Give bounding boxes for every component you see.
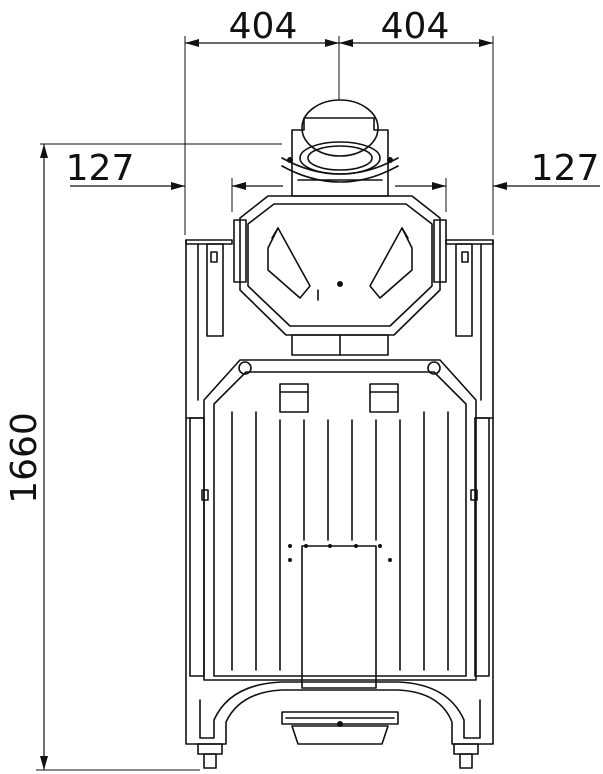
top-width-dimension: 404 404	[184, 6, 494, 235]
lifting-lug-right	[427, 361, 441, 375]
hood-side-plate-right	[433, 219, 447, 283]
smoke-hood	[233, 195, 447, 356]
bolt	[388, 558, 392, 562]
side-frames	[185, 239, 494, 701]
vent-edge	[401, 227, 409, 239]
arrowhead	[432, 182, 446, 190]
firebox-body	[203, 359, 477, 689]
center-ash-door	[301, 545, 377, 689]
collar-housing	[291, 117, 389, 197]
bracket-slot-right	[461, 251, 469, 263]
frame-bracket-left	[206, 243, 224, 337]
dimension-label-offset-left: 127	[66, 148, 135, 189]
air-intake-right	[369, 383, 399, 413]
hood-side-plate-left	[233, 219, 247, 283]
arrowhead	[171, 182, 185, 190]
foot-left	[197, 743, 223, 755]
vent-edge	[271, 227, 279, 239]
firebox-outline	[203, 359, 477, 681]
arrowhead	[325, 39, 339, 47]
dimension-label-right: 404	[381, 6, 450, 47]
foot-right-leveler	[459, 753, 473, 769]
frame-lower-plate-right	[474, 417, 490, 677]
arrowhead	[493, 182, 507, 190]
hood-vent-left	[267, 227, 311, 299]
left-offset-dimension: 127	[40, 143, 283, 212]
collar-clamp-lower	[281, 165, 399, 183]
clamp-bolt	[287, 157, 293, 163]
base-arch-inner	[199, 681, 481, 739]
flue-collar	[281, 99, 399, 197]
hood-inner-outline	[247, 203, 433, 327]
lifting-lug-left	[238, 361, 252, 375]
frame-lug-right	[470, 489, 478, 501]
dimension-label-offset-right: 127	[531, 148, 600, 189]
collar-ring-inner	[307, 145, 373, 171]
right-offset-dimension: 127	[395, 148, 600, 212]
frame-lower-plate-left	[189, 417, 205, 677]
arrowhead	[339, 39, 353, 47]
collar-clamp	[281, 157, 399, 175]
dimension-label-left: 404	[229, 6, 298, 47]
arrowhead	[40, 756, 48, 770]
foot-right	[453, 743, 479, 755]
hood-vent-right	[369, 227, 413, 299]
clamp-bolt	[387, 157, 393, 163]
air-intake-left	[279, 383, 309, 413]
ash-pan-knob	[337, 721, 343, 727]
foot-left-leveler	[203, 753, 217, 769]
arrowhead	[40, 144, 48, 158]
bolt	[378, 544, 382, 548]
ash-pan	[281, 711, 399, 725]
dimension-label-height: 1660	[4, 412, 45, 504]
base-assembly	[185, 681, 494, 769]
bracket-slot-left	[210, 251, 218, 263]
collar-top-ring	[301, 99, 379, 157]
frame-bracket-right	[455, 243, 473, 337]
bolt	[288, 544, 292, 548]
arrowhead	[232, 182, 246, 190]
arrowhead	[185, 39, 199, 47]
hood-outline	[239, 195, 441, 336]
base-arch	[185, 689, 494, 745]
frame-lug-left	[201, 489, 209, 501]
arrowhead	[479, 39, 493, 47]
ash-pan-bottom	[291, 725, 389, 745]
total-height-dimension: 1660	[4, 144, 200, 771]
bolt	[288, 558, 292, 562]
hood-center-bolt	[337, 281, 343, 287]
firebox-inner-outline	[213, 371, 467, 677]
